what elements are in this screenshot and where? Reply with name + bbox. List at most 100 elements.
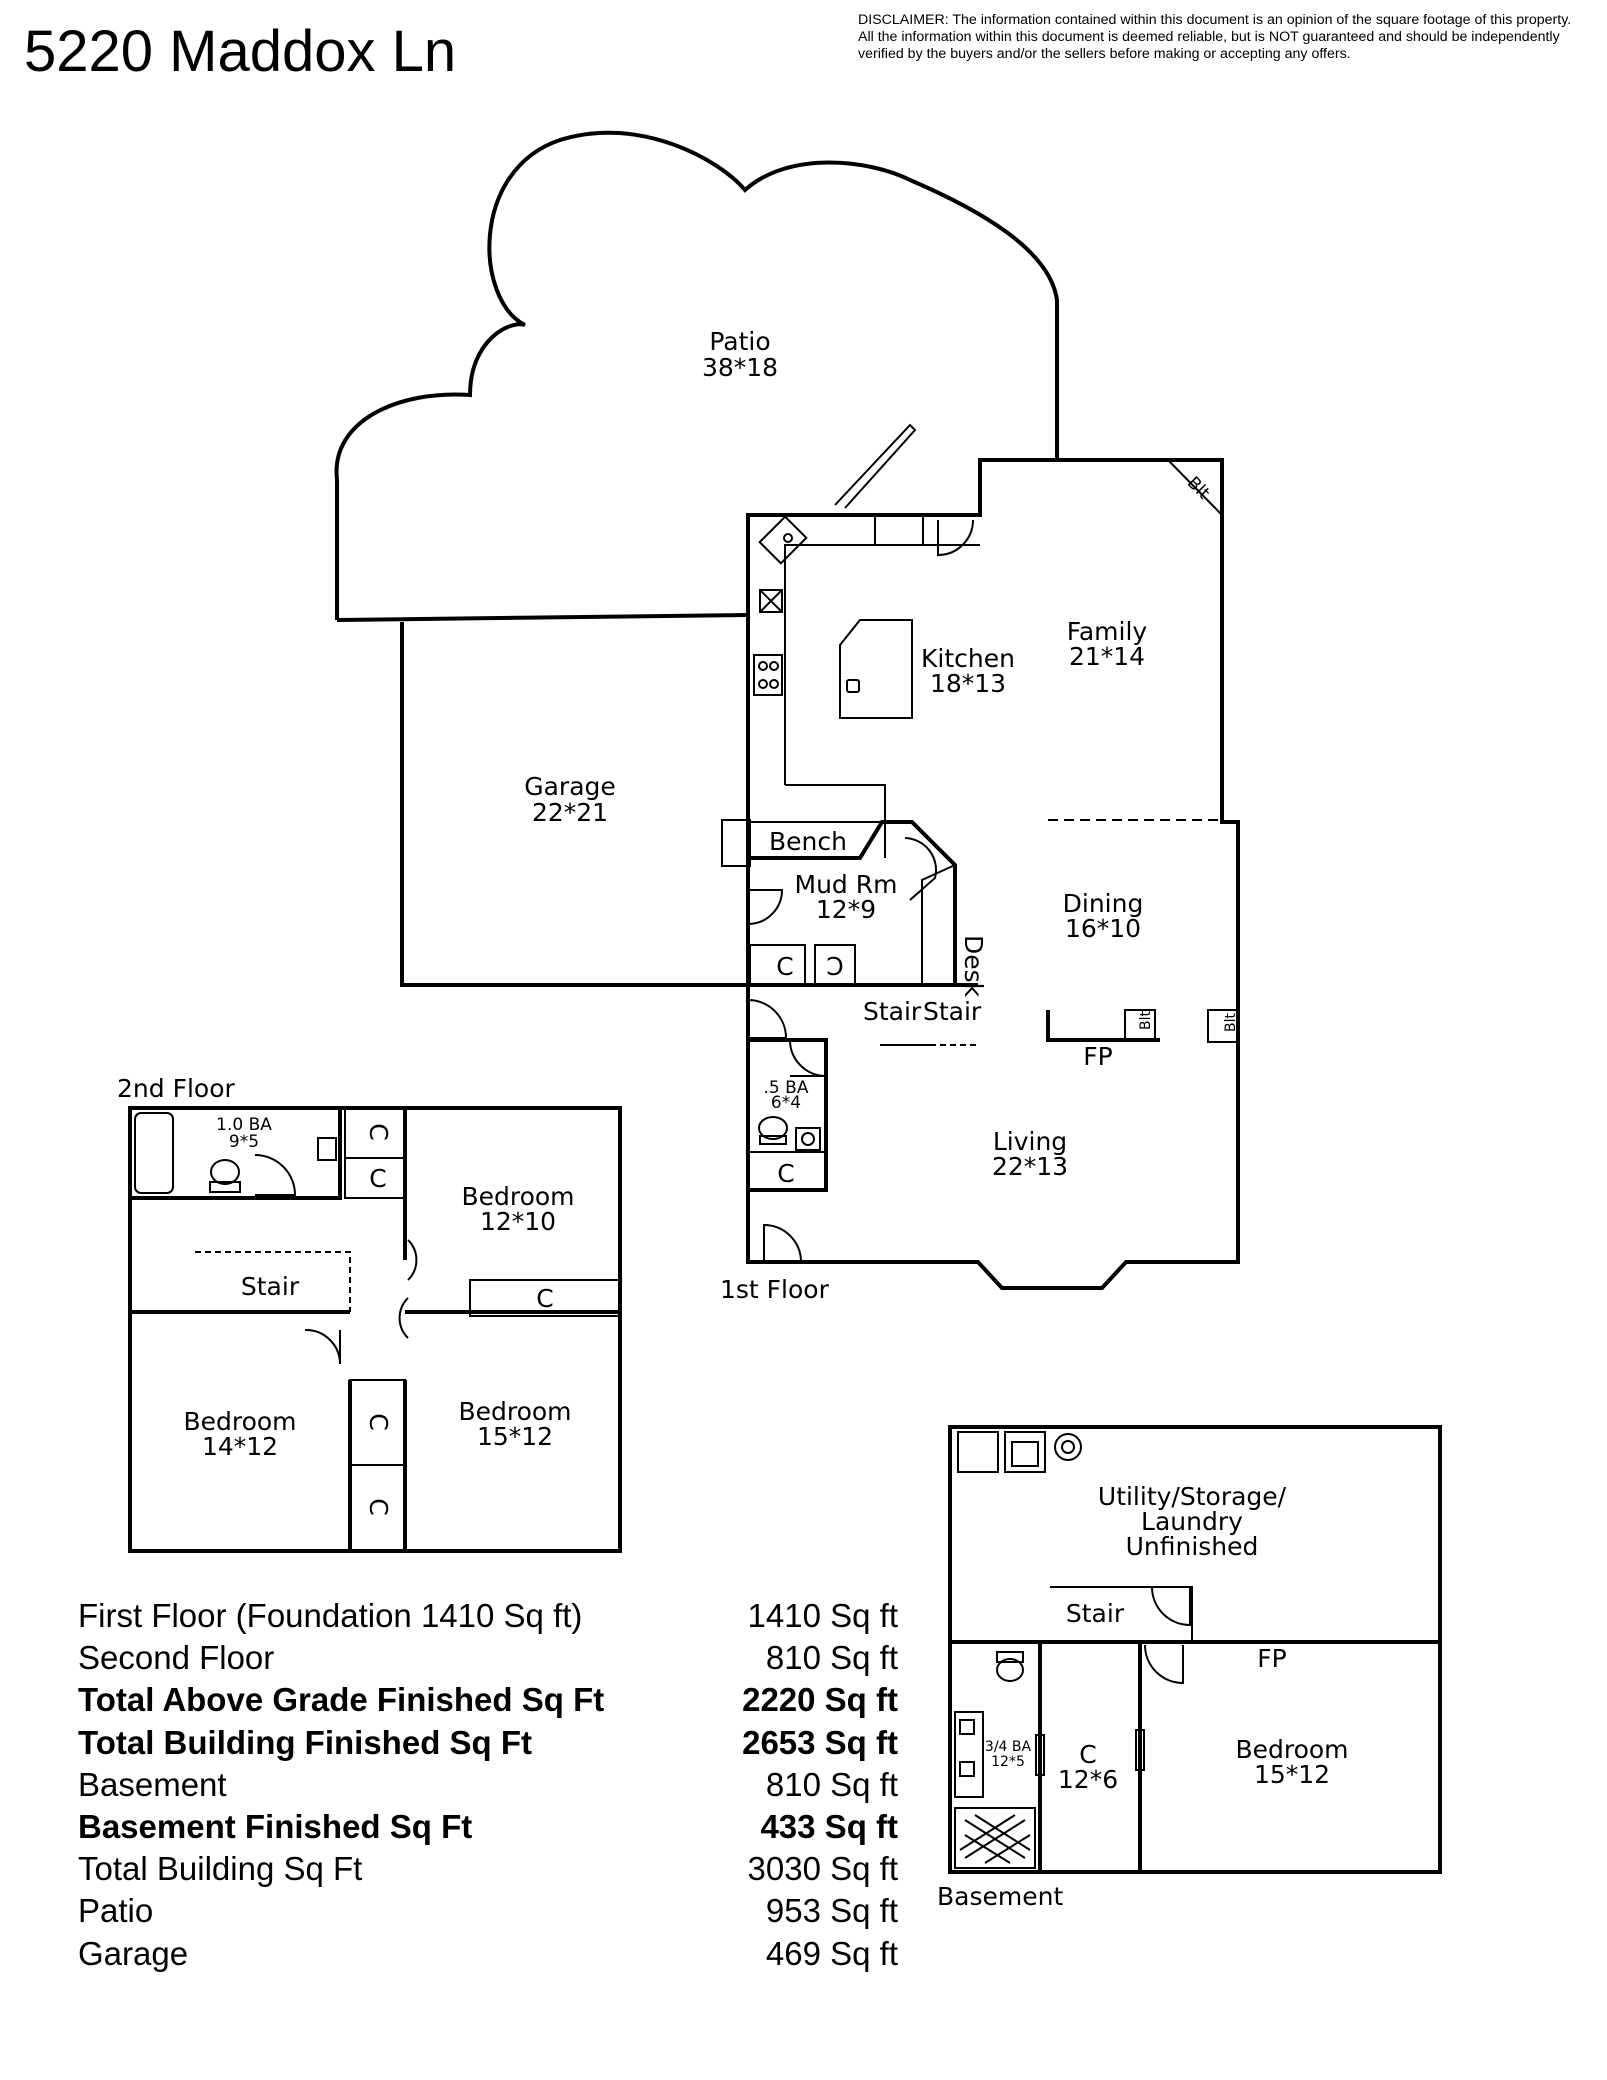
half-bath-dimensions: 6*4 — [771, 1093, 801, 1113]
bedroom-label: Bedroom — [461, 1182, 574, 1211]
family-dimensions: 21*14 — [1069, 642, 1145, 671]
stove-burner-icon — [758, 679, 768, 689]
mud-room-walls — [748, 820, 957, 985]
vanity-icon — [954, 1711, 984, 1798]
bath-walls — [130, 1108, 342, 1200]
dishwasher-x — [759, 589, 783, 613]
closet-label: C — [1079, 1740, 1096, 1769]
stair-door — [1151, 1586, 1191, 1627]
toilet-icon — [996, 1658, 1024, 1682]
pocket-door — [1035, 1734, 1045, 1776]
disclaimer-line: All the information within this document… — [858, 29, 1560, 45]
vanity-icon — [317, 1137, 337, 1161]
disclaimer-line: DISCLAIMER: The information contained wi… — [858, 12, 1572, 28]
dining-dimensions: 16*10 — [1065, 914, 1141, 943]
sqft-label: Patio — [78, 1892, 154, 1930]
toilet-tank-icon — [996, 1651, 1024, 1663]
washer-icon — [957, 1431, 999, 1473]
living-door — [763, 1223, 802, 1263]
dryer-icon — [1004, 1431, 1046, 1473]
hall-door — [398, 1297, 409, 1339]
built-in — [1207, 1009, 1239, 1043]
built-in-corner — [1167, 459, 1223, 516]
garage-dimensions: 22*21 — [532, 798, 608, 827]
built-in-label: Blt — [1183, 473, 1214, 504]
sqft-value: 2220 Sq ft — [742, 1681, 898, 1719]
stair-wall — [1050, 1586, 1193, 1640]
sqft-row: Total Building Finished Sq Ft 2653 Sq ft — [78, 1724, 898, 1766]
garage-outline — [400, 622, 748, 987]
fireplace-label: FP — [1083, 1042, 1112, 1071]
closet-label: C — [369, 1164, 386, 1193]
second-floor-label: 2nd Floor — [117, 1074, 235, 1103]
sqft-value: 469 Sq ft — [765, 1934, 898, 1972]
dining-label: Dining — [1063, 889, 1144, 918]
bench-label: Bench — [769, 827, 847, 856]
mud-room-door-2 — [904, 837, 938, 901]
stove-burner-icon — [758, 661, 768, 671]
sqft-label: Total Building Sq Ft — [78, 1850, 363, 1888]
bathtub-icon — [134, 1112, 174, 1194]
utility-label: Utility/Storage/ — [1098, 1482, 1287, 1511]
bath-label: 3/4 BA — [985, 1739, 1032, 1755]
vanity-sink-icon — [959, 1761, 975, 1777]
bath-dimensions: 9*5 — [229, 1132, 259, 1152]
toilet-icon — [210, 1159, 240, 1185]
mud-room-door — [747, 889, 784, 925]
stair-label: Stair — [923, 997, 982, 1026]
sqft-value: 953 Sq ft — [765, 1892, 898, 1930]
pocket-door — [1135, 1729, 1145, 1771]
patio-bottom-edge — [336, 613, 749, 622]
bedroom-dimensions: 12*10 — [480, 1207, 556, 1236]
closet-dimensions: 12*6 — [1058, 1765, 1118, 1794]
sqft-value: 810 Sq ft — [765, 1639, 898, 1677]
toilet-icon — [758, 1116, 788, 1140]
water-heater-icon — [1054, 1433, 1082, 1461]
bath-label: 1.0 BA — [216, 1115, 272, 1135]
half-bath-label: .5 BA — [764, 1078, 809, 1098]
built-in-label: Blt — [1223, 1013, 1239, 1032]
toilet-tank-icon — [209, 1181, 241, 1193]
property-address-title: 5220 Maddox Ln — [24, 19, 457, 84]
sqft-value: 433 Sq ft — [760, 1807, 898, 1845]
vanity-sink-icon — [959, 1719, 975, 1735]
built-in-label: Blt — [1138, 1011, 1154, 1030]
garage-label: Garage — [524, 772, 616, 801]
family-label: Family — [1067, 617, 1148, 646]
closet-label: C — [826, 951, 843, 980]
sqft-value: 2653 Sq ft — [742, 1723, 898, 1761]
bath-dimensions: 12*5 — [991, 1754, 1025, 1770]
stair-walls — [128, 1215, 350, 1314]
square-footage-table: First Floor (Foundation 1410 Sq ft)1410 … — [78, 1597, 898, 1977]
kitchen-island — [839, 619, 913, 719]
stair-label: Stair — [241, 1272, 300, 1301]
first-floor-plan: Blt — [334, 130, 1240, 1304]
half-bath-door — [789, 1039, 827, 1077]
unfinished-label: Unfinished — [1126, 1532, 1259, 1561]
bench — [721, 819, 751, 867]
closet-label: C — [364, 1123, 393, 1140]
house-outline — [746, 458, 1240, 1290]
range-hood — [834, 423, 917, 509]
sqft-value: 1410 Sq ft — [747, 1597, 898, 1634]
bench-line — [748, 821, 886, 858]
closet-label: C — [536, 1284, 553, 1313]
stove-burner-icon — [769, 679, 779, 689]
closet-label: C — [777, 1159, 794, 1188]
basement-outline — [948, 1425, 1442, 1874]
sink-icon — [758, 515, 808, 565]
patio-label: Patio — [709, 327, 770, 356]
vanity-sink-icon — [801, 1132, 815, 1146]
stove-icon — [753, 654, 783, 696]
stair-label: Stair — [1066, 1599, 1125, 1628]
closet — [349, 1464, 406, 1552]
bedroom-label: Bedroom — [458, 1397, 571, 1426]
shower-drain-grid — [959, 1814, 1031, 1864]
patio-outline — [334, 130, 1059, 620]
sqft-label: Total Building Finished Sq Ft — [78, 1723, 533, 1761]
kitchen-counter-inner — [785, 784, 886, 820]
